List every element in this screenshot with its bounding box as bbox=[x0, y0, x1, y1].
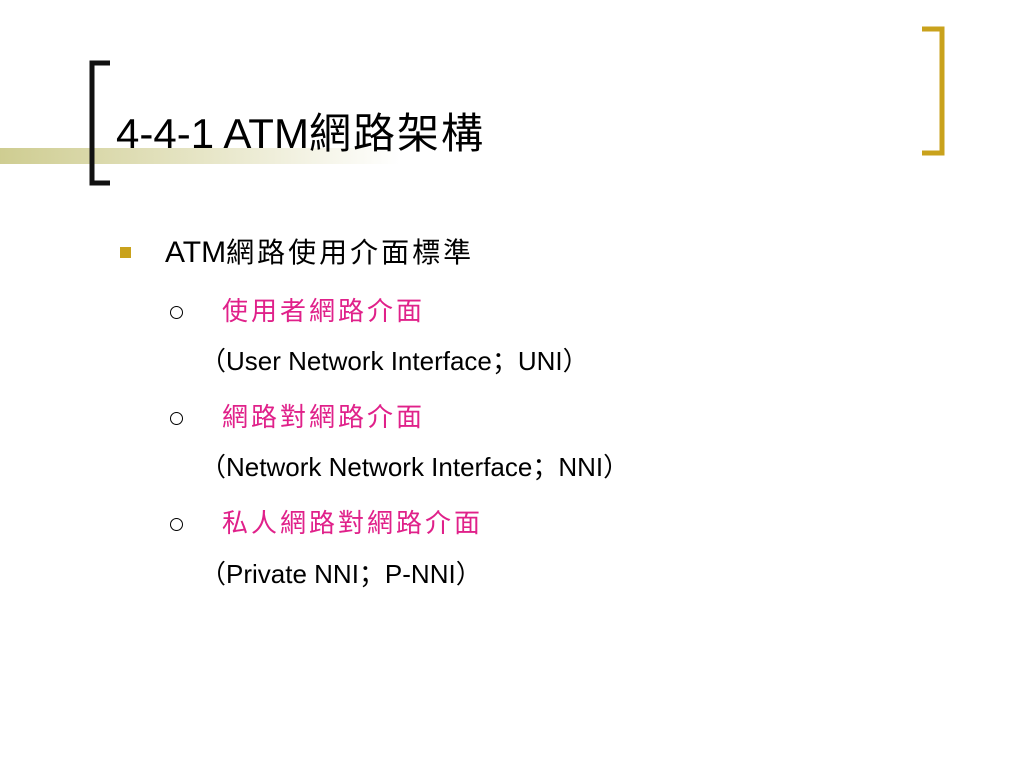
title-code: 4-4-1 ATM bbox=[116, 110, 309, 157]
circle-bullet-icon bbox=[170, 518, 183, 531]
open-paren: （ bbox=[200, 453, 227, 483]
close-paren: ） bbox=[562, 347, 589, 377]
title-accent-band bbox=[0, 148, 400, 164]
detail-text: Private NNI；P-NNI bbox=[226, 559, 456, 589]
sub-item-detail: （Network Network Interface；NNI） bbox=[200, 449, 629, 486]
square-bullet-icon bbox=[120, 247, 131, 258]
circle-bullet-icon bbox=[170, 412, 183, 425]
close-paren: ） bbox=[455, 560, 482, 590]
slide-title: 4-4-1 ATM網路架構 bbox=[116, 104, 485, 164]
detail-text: User Network Interface；UNI bbox=[226, 346, 563, 376]
open-paren: （ bbox=[200, 347, 227, 377]
title-text: 網路架構 bbox=[308, 109, 485, 158]
sub-item-detail: （User Network Interface；UNI） bbox=[200, 343, 589, 380]
bullet-prefix: ATM bbox=[165, 236, 227, 269]
right-bracket-decoration bbox=[922, 26, 945, 156]
bullet-text: 網路使用介面標準 bbox=[226, 236, 475, 269]
circle-bullet-icon bbox=[170, 306, 183, 319]
close-paren: ） bbox=[603, 453, 630, 483]
sub-item-heading: 網路對網路介面 bbox=[222, 403, 426, 433]
sub-item-heading: 使用者網路介面 bbox=[222, 297, 426, 327]
bullet-item: ATM網路使用介面標準 bbox=[165, 233, 474, 273]
open-paren: （ bbox=[200, 560, 227, 590]
left-bracket-decoration bbox=[89, 60, 110, 186]
sub-item-detail: （Private NNI；P-NNI） bbox=[200, 556, 482, 593]
detail-text: Network Network Interface；NNI bbox=[226, 452, 604, 482]
sub-item-heading: 私人網路對網路介面 bbox=[222, 509, 484, 539]
